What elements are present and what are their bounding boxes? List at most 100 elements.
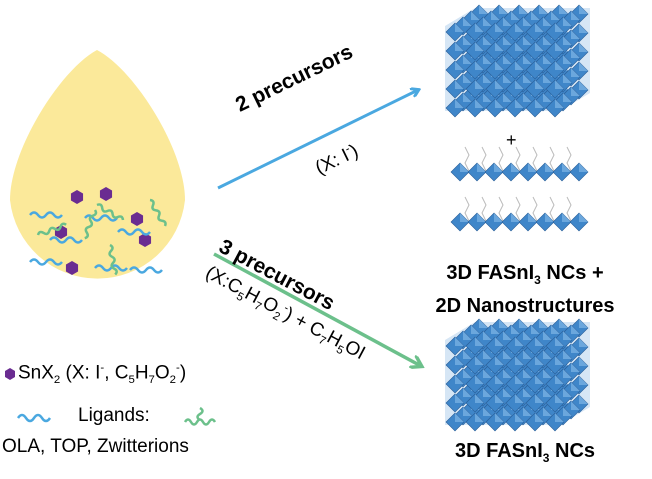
octahedron-facet — [495, 80, 504, 89]
octahedron-facet — [543, 350, 552, 359]
octahedron-facet — [579, 357, 588, 366]
octahedron-facet — [535, 42, 544, 51]
organic-spacer — [532, 196, 538, 222]
organic-spacer — [532, 146, 538, 172]
droplet-contents — [29, 187, 167, 276]
crystal-3d-top — [445, 4, 590, 118]
octahedron-facet — [519, 5, 528, 14]
octahedron-facet — [515, 80, 524, 89]
octahedron-facet — [475, 61, 484, 70]
blue-ligand — [29, 211, 63, 219]
octahedron-facet — [455, 413, 464, 422]
octahedron-facet — [579, 376, 588, 385]
octahedron-facet — [463, 74, 472, 83]
octahedron-facet — [523, 331, 532, 340]
octahedron-facet — [499, 319, 508, 328]
t: 2 — [53, 374, 61, 387]
octahedron-facet — [483, 407, 492, 416]
legend-precursor: SnX2 (X: I-, C5H7O2-) — [18, 362, 186, 386]
octahedron-facet — [555, 80, 564, 89]
organic-spacer — [481, 196, 487, 222]
octahedron-facet — [475, 394, 484, 403]
octahedron-facet — [539, 5, 548, 14]
octahedron-facet — [479, 319, 488, 328]
octahedron-facet — [495, 375, 504, 384]
octahedron-facet — [571, 87, 580, 96]
t: O — [154, 362, 170, 384]
legend-precursor-icon — [5, 368, 15, 380]
t: 3 — [542, 451, 550, 465]
octahedron-facet — [571, 382, 580, 391]
octahedron-facet — [503, 350, 512, 359]
organic-spacer — [498, 196, 504, 222]
octahedron-facet — [535, 394, 544, 403]
octahedron-facet — [523, 350, 532, 359]
octahedron-facet — [483, 350, 492, 359]
reaction-droplet — [10, 50, 185, 279]
organic-spacer — [498, 146, 504, 172]
octahedron-facet — [563, 369, 572, 378]
octahedron-facet — [543, 331, 552, 340]
octahedron-facet — [511, 325, 520, 334]
octahedron-facet — [543, 55, 552, 64]
octahedron-facet — [563, 350, 572, 359]
green-ligand — [84, 209, 98, 240]
organic-spacer — [549, 146, 555, 172]
octahedron-facet — [511, 213, 520, 222]
t: NCs + — [540, 262, 604, 284]
octahedron-facet — [499, 5, 508, 14]
octahedron-facet — [455, 61, 464, 70]
octahedron-facet — [519, 319, 528, 328]
octahedron-facet — [531, 11, 540, 20]
octahedron-facet — [463, 407, 472, 416]
t: ) — [179, 362, 187, 384]
t: NCs — [549, 440, 596, 462]
octahedron-facet — [579, 5, 588, 14]
crystal-2d-layers — [450, 146, 589, 232]
octahedron-facet — [455, 80, 464, 89]
octahedron-facet — [523, 369, 532, 378]
octahedron-facet — [475, 80, 484, 89]
octahedron-facet — [503, 17, 512, 26]
octahedron-facet — [563, 55, 572, 64]
octahedron-facet — [571, 11, 580, 20]
t: 3D FASnI — [446, 262, 535, 284]
octahedron-facet — [555, 394, 564, 403]
octahedron-facet — [523, 55, 532, 64]
octahedron-facet — [495, 413, 504, 422]
octahedron-facet — [515, 99, 524, 108]
octahedron-facet — [551, 11, 560, 20]
green-ligand — [36, 222, 67, 236]
octahedron-facet — [515, 375, 524, 384]
organic-spacer — [515, 146, 521, 172]
octahedron-facet — [455, 394, 464, 403]
octahedron-facet — [503, 388, 512, 397]
octahedron-facet — [515, 394, 524, 403]
octahedron-facet — [559, 319, 568, 328]
t: 3D FASnI — [454, 440, 543, 462]
precursor-molecule — [70, 190, 84, 204]
octahedron-facet — [535, 80, 544, 89]
octahedron-facet — [523, 74, 532, 83]
octahedron-facet — [528, 213, 537, 222]
octahedron-facet — [579, 24, 588, 33]
octahedron-facet — [515, 23, 524, 32]
octahedron-facet — [515, 61, 524, 70]
octahedron-facet — [543, 388, 552, 397]
octahedron-facet — [494, 213, 503, 222]
octahedron-facet — [471, 325, 480, 334]
octahedron-facet — [579, 163, 588, 172]
octahedron-facet — [571, 401, 580, 410]
octahedron-facet — [471, 11, 480, 20]
octahedron-facet — [523, 17, 532, 26]
octahedron-facet — [494, 163, 503, 172]
octahedron-facet — [515, 413, 524, 422]
octahedron-facet — [523, 388, 532, 397]
octahedron-facet — [555, 99, 564, 108]
t: 2 — [169, 374, 177, 387]
green-ligand — [108, 243, 118, 276]
octahedron-facet — [463, 55, 472, 64]
octahedron-facet — [555, 337, 564, 346]
octahedron-facet — [495, 42, 504, 51]
